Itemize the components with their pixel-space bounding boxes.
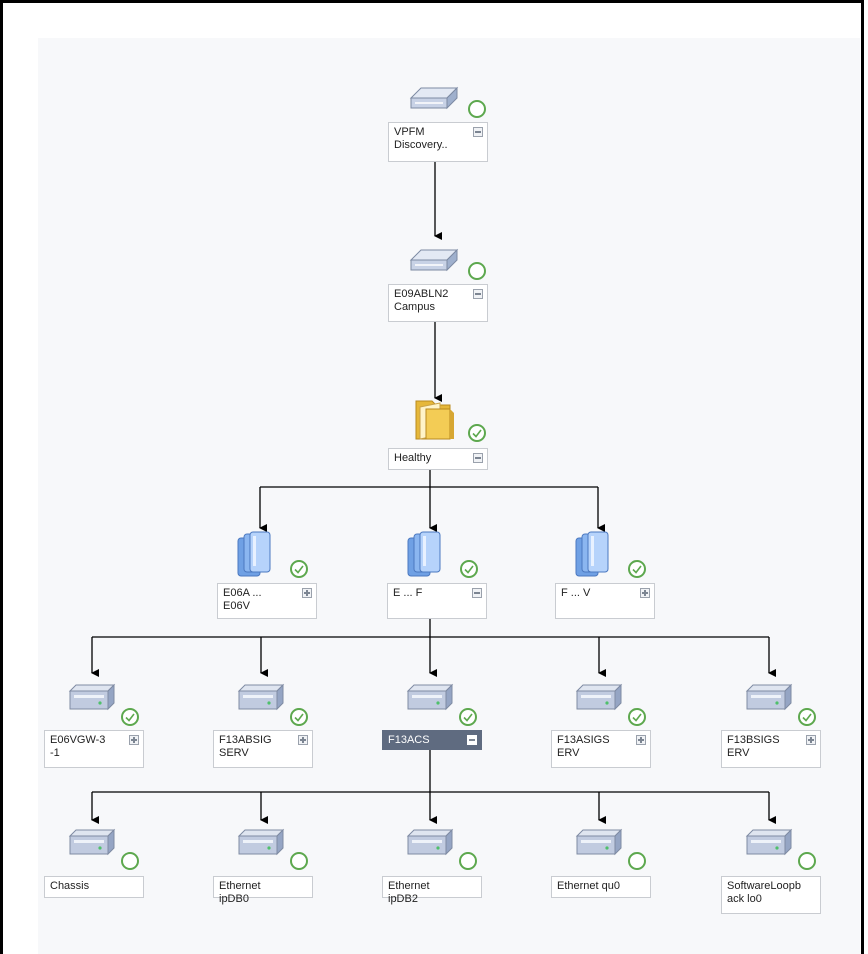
node-campus-text: E09ABLN2 Campus: [394, 288, 449, 313]
expand-toggle-icon[interactable]: [636, 735, 646, 745]
device-icon[interactable]: [404, 683, 454, 718]
node-component-5-text: SoftwareLoopb ack lo0: [727, 880, 801, 905]
health-check-icon: [628, 560, 646, 578]
node-device-1[interactable]: E06VGW-3 -1: [44, 730, 144, 768]
node-component-2-text: Ethernet ipDB0: [219, 880, 261, 905]
node-component-3-text: Ethernet ipDB2: [388, 880, 430, 905]
node-component-4-text: Ethernet qu0: [557, 880, 620, 892]
collapse-toggle-icon[interactable]: [473, 289, 483, 299]
device-icon[interactable]: [235, 683, 285, 718]
device-icon[interactable]: [743, 683, 793, 718]
health-check-icon: [290, 708, 308, 726]
node-group-1[interactable]: E06A ... E06V: [217, 583, 317, 619]
node-device-4-text: F13ASIGS ERV: [557, 734, 610, 759]
server-stack-icon[interactable]: [234, 530, 274, 585]
node-device-5[interactable]: F13BSIGS ERV: [721, 730, 821, 768]
collapse-toggle-icon[interactable]: [473, 453, 483, 463]
node-device-3-text: F13ACS: [388, 734, 430, 746]
node-device-3[interactable]: F13ACS: [382, 730, 482, 750]
expand-toggle-icon[interactable]: [302, 588, 312, 598]
node-healthy[interactable]: Healthy: [388, 448, 488, 470]
node-component-3[interactable]: Ethernet ipDB2: [382, 876, 482, 905]
expand-toggle-icon[interactable]: [298, 735, 308, 745]
node-group-3[interactable]: F ... V: [555, 583, 655, 619]
node-device-2[interactable]: F13ABSIG SERV: [213, 730, 313, 768]
health-unknown-icon: [290, 852, 308, 870]
health-unknown-icon: [798, 852, 816, 870]
node-device-5-text: F13BSIGS ERV: [727, 734, 780, 759]
device-icon[interactable]: [404, 828, 454, 863]
node-group-2-text: E ... F: [393, 587, 423, 599]
node-root-text: VPFM Discovery..: [394, 126, 448, 151]
expand-toggle-icon[interactable]: [806, 735, 816, 745]
health-check-icon: [468, 424, 486, 442]
health-check-icon: [121, 708, 139, 726]
device-icon[interactable]: [235, 828, 285, 863]
node-group-3-text: F ... V: [561, 587, 591, 599]
node-component-1[interactable]: Chassis: [44, 876, 144, 898]
expand-toggle-icon[interactable]: [640, 588, 650, 598]
health-unknown-icon: [628, 852, 646, 870]
health-unknown-icon: [121, 852, 139, 870]
server-stack-icon[interactable]: [572, 530, 612, 585]
collapse-toggle-icon[interactable]: [473, 127, 483, 137]
device-icon[interactable]: [66, 683, 116, 718]
device-icon[interactable]: [743, 828, 793, 863]
device-icon[interactable]: [573, 683, 623, 718]
node-component-2[interactable]: Ethernet ipDB0: [213, 876, 313, 905]
server-group-icon[interactable]: [409, 84, 459, 117]
node-device-4[interactable]: F13ASIGS ERV: [551, 730, 651, 768]
node-device-1-text: E06VGW-3 -1: [50, 734, 106, 759]
health-unknown-icon: [468, 100, 486, 118]
node-component-5[interactable]: SoftwareLoopb ack lo0: [721, 876, 821, 914]
diagram-canvas: [38, 38, 860, 954]
health-check-icon: [290, 560, 308, 578]
node-healthy-text: Healthy: [394, 452, 432, 464]
device-icon[interactable]: [573, 828, 623, 863]
node-component-4[interactable]: Ethernet qu0: [551, 876, 651, 898]
device-icon[interactable]: [66, 828, 116, 863]
node-campus[interactable]: E09ABLN2 Campus: [388, 284, 488, 322]
health-check-icon: [628, 708, 646, 726]
collapse-toggle-icon[interactable]: [472, 588, 482, 598]
health-check-icon: [459, 708, 477, 726]
health-check-icon: [798, 708, 816, 726]
expand-toggle-icon[interactable]: [129, 735, 139, 745]
health-unknown-icon: [459, 852, 477, 870]
node-root[interactable]: VPFM Discovery..: [388, 122, 488, 162]
node-device-2-text: F13ABSIG SERV: [219, 734, 272, 759]
health-unknown-icon: [468, 262, 486, 280]
health-check-icon: [460, 560, 478, 578]
folder-icon[interactable]: [410, 395, 456, 448]
collapse-toggle-icon[interactable]: [467, 735, 477, 745]
server-group-icon[interactable]: [409, 246, 459, 279]
node-component-1-text: Chassis: [50, 880, 90, 892]
node-group-1-text: E06A ... E06V: [223, 587, 262, 612]
server-stack-icon[interactable]: [404, 530, 444, 585]
node-group-2[interactable]: E ... F: [387, 583, 487, 619]
